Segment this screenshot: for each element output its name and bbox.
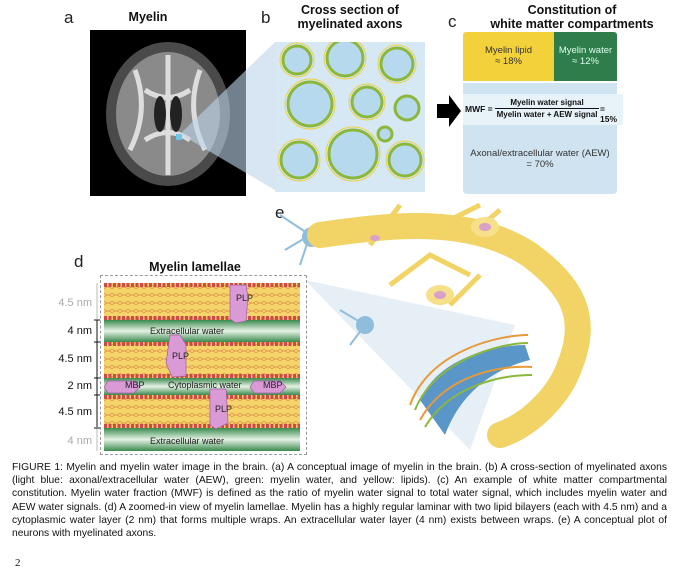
mwf-fraction: Myelin water signal Myelin water + AEW s… <box>495 98 625 119</box>
panel-d-title: Myelin lamellae <box>149 260 241 274</box>
myelin-lipid-box: Myelin lipid ≈ 18% <box>463 32 554 81</box>
mwf-numerator: Myelin water signal <box>495 98 599 109</box>
mbp-protein-1: MBP <box>125 380 145 390</box>
thickness-label-extracellular: 4 nm <box>67 325 92 337</box>
page-number: 2 <box>15 557 21 569</box>
myelin-lipid-pct: ≈ 18% <box>495 56 522 67</box>
thickness-label-lipid-top: 4.5 nm <box>58 297 92 309</box>
mbp-protein-2: MBP <box>263 380 283 390</box>
panel-d-label: d <box>74 252 84 271</box>
mwf-result: = 15% <box>600 104 618 124</box>
thickness-label-lipid-2: 4.5 nm <box>58 406 92 418</box>
extracellular-water-label-2: Extracellular water <box>150 436 225 446</box>
myelin-water-label: Myelin water <box>558 45 613 56</box>
lamellae-frame <box>100 275 307 455</box>
panel-c-title-line1: Constitution of <box>527 3 617 17</box>
thickness-label-lipid-1: 4.5 nm <box>58 353 92 365</box>
lamellae-layers <box>104 283 300 451</box>
aew-pct: = 70% <box>526 159 554 170</box>
axon-cross-section-image <box>275 42 425 192</box>
plp-protein-2: PLP <box>172 351 190 361</box>
aew-text: Axonal/extracellular water (AEW) = 70% <box>463 148 617 170</box>
panel-c-title: Constitution of white matter compartment… <box>462 3 679 31</box>
myelin-water-box: Myelin water ≈ 12% <box>554 32 617 81</box>
mwf-denominator: Myelin water + AEW signal <box>496 110 598 119</box>
zoom-wedge <box>180 42 275 190</box>
mwf-label: MWF = <box>465 104 493 114</box>
thickness-scale-bar <box>94 283 100 451</box>
panel-b-label: b <box>261 8 271 27</box>
myelin-water-pct: ≈ 12% <box>572 56 599 67</box>
plp-protein-1: PLP <box>236 293 254 303</box>
panel-c-label: c <box>448 12 457 31</box>
thickness-label-extracellular-bottom: 4 nm <box>67 435 92 447</box>
panel-a-title: Myelin <box>128 10 168 24</box>
thickness-label-cytoplasmic: 2 nm <box>67 380 92 392</box>
arrow-icon <box>437 95 461 127</box>
panel-b-title-line1: Cross section of <box>301 3 399 17</box>
mwf-formula: MWF = Myelin water signal Myelin water +… <box>463 94 623 125</box>
aew-label: Axonal/extracellular water (AEW) <box>470 148 610 159</box>
panel-e-label: e <box>275 203 285 222</box>
figure-caption: FIGURE 1: Myelin and myelin water image … <box>12 462 667 540</box>
neuron-illustration <box>279 202 591 450</box>
panel-b-title-line2: myelinated axons <box>297 17 403 31</box>
panel-a-label: a <box>64 8 74 27</box>
cytoplasmic-water-label: Cytoplasmic water <box>168 380 242 390</box>
myelin-lipid-label: Myelin lipid <box>485 45 532 56</box>
extracellular-water-label-1: Extracellular water <box>150 326 225 336</box>
brain-mri-image <box>90 30 246 196</box>
panel-b-title: Cross section of myelinated axons <box>280 3 420 31</box>
plp-protein-3: PLP <box>215 404 233 414</box>
panel-c-title-line2: white matter compartments <box>490 17 654 31</box>
